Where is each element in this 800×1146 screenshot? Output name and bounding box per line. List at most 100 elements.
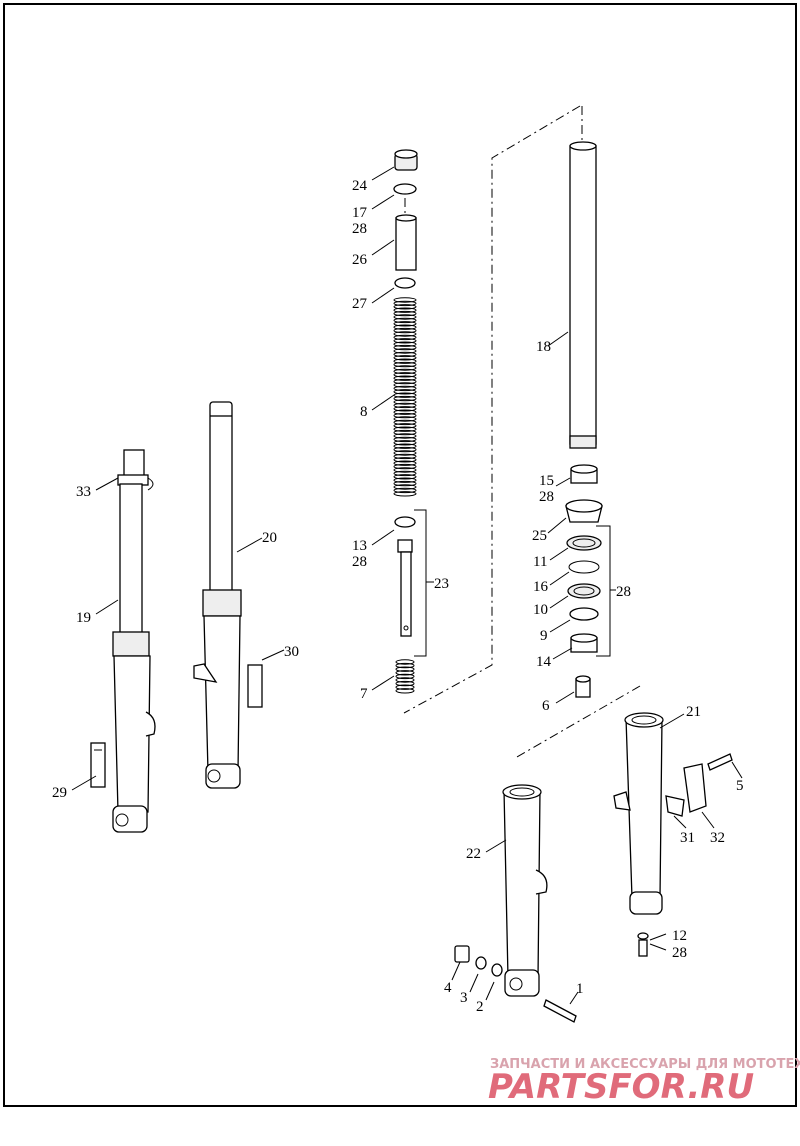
clip-ring-16	[568, 560, 600, 574]
spring-coil	[393, 426, 417, 432]
spring-coil	[393, 389, 417, 395]
slider-21-bore	[631, 715, 657, 725]
callout-labels: 24 17 28 26 27 8 13 28 23 7 18 15 28 25 …	[52, 178, 744, 1015]
spring-coil	[393, 327, 417, 334]
oil-seal-10-inner	[573, 586, 595, 596]
spring-coil	[393, 324, 417, 330]
ring-13	[394, 516, 416, 528]
slider-21-bracket	[613, 791, 631, 811]
fork-tube-18	[569, 145, 597, 445]
retaining-ring-11-inner	[572, 538, 596, 548]
spring-coil	[393, 310, 417, 317]
spring-coil	[393, 474, 417, 480]
callout-28b: 28	[352, 554, 367, 570]
dust-seal-25-top	[565, 499, 603, 513]
callout-13: 13	[352, 538, 367, 554]
spring-coil	[393, 491, 417, 497]
slider-19	[113, 655, 151, 813]
spacer-26	[395, 217, 417, 271]
callout-24: 24	[352, 178, 368, 194]
slider-lower-22	[454, 784, 577, 1023]
fork-leg-right-assembled	[193, 401, 263, 789]
spring-coil	[393, 297, 417, 303]
spring-coil	[393, 307, 417, 313]
retaining-ring-11	[566, 535, 602, 551]
spring-coil	[393, 351, 417, 358]
fork-tube-18-bottom	[569, 435, 597, 449]
spring-coil	[393, 358, 417, 364]
fork-leg-left-assembled	[90, 449, 156, 833]
clip-33	[147, 477, 154, 491]
callout-6: 6	[542, 698, 550, 714]
spring-coil	[393, 453, 417, 460]
guide-line-lower	[516, 685, 641, 758]
spring-coil	[393, 399, 417, 405]
slider-21-top	[624, 712, 664, 728]
group-bracket-23	[414, 509, 427, 657]
callout-16: 16	[533, 579, 549, 595]
spring-coil	[393, 419, 417, 426]
spring-coil	[393, 365, 417, 371]
callout-21: 21	[686, 704, 701, 720]
callout-28e: 28	[672, 945, 687, 961]
slider-22-bracket	[535, 869, 548, 895]
damper-tube-23	[400, 551, 412, 637]
watermark-tagline: ЗАПЧАСТИ И АКСЕССУАРЫ ДЛЯ МОТОТЕХНИКИ	[490, 1057, 800, 1072]
callout-5: 5	[736, 778, 744, 794]
callout-7: 7	[360, 686, 368, 702]
callout-4: 4	[444, 980, 452, 996]
label-29	[90, 742, 106, 788]
spring-coil	[395, 670, 415, 676]
cone-6-top	[575, 675, 591, 683]
screw-12	[638, 939, 648, 957]
rebound-spring-7	[395, 659, 415, 694]
callout-23: 23	[434, 576, 449, 592]
spring-coil	[393, 450, 417, 456]
slider-21-body	[625, 717, 663, 899]
callout-22: 22	[466, 846, 481, 862]
spring-coil	[393, 484, 417, 490]
callout-15: 15	[539, 473, 554, 489]
spring-coil	[393, 467, 417, 473]
fork-tube-stack	[565, 141, 603, 698]
spring-coil	[393, 463, 417, 470]
spring-coil	[393, 406, 417, 412]
callout-29: 29	[52, 785, 67, 801]
plate-32	[683, 763, 707, 813]
washer-9	[569, 607, 599, 621]
spring-coil	[393, 334, 417, 341]
washer-27	[394, 277, 416, 289]
fork-tube-20	[209, 415, 233, 593]
spring-coil	[395, 677, 415, 683]
callout-19: 19	[76, 610, 91, 626]
spring-coil	[393, 344, 417, 351]
seal-area-20	[202, 589, 242, 617]
spring-coil	[393, 368, 417, 375]
washer-12	[637, 932, 649, 940]
group-bracket-28	[596, 525, 611, 657]
slider-20	[203, 615, 241, 773]
axle-bolt-1	[543, 999, 577, 1023]
slider-22-axle-hole	[509, 977, 523, 991]
spring-coil	[393, 355, 417, 361]
spring-coil	[393, 446, 417, 453]
bolt-5	[707, 753, 733, 771]
nut-4	[454, 945, 470, 963]
spring7-body	[396, 662, 414, 692]
spring-coil	[395, 688, 415, 694]
spring-coil	[393, 382, 417, 388]
spring-coil	[393, 433, 417, 439]
spring-coil	[393, 487, 417, 494]
seal-area-19	[112, 631, 150, 657]
spring-coil	[393, 361, 417, 368]
oil-seal-10	[567, 583, 601, 599]
spring-coil	[393, 372, 417, 378]
spring-coil	[395, 659, 415, 665]
o-ring-17	[393, 183, 417, 195]
spring-coil	[393, 300, 417, 307]
spring-coil	[393, 409, 417, 415]
fork-spring-8	[393, 297, 417, 497]
axle-hole-19	[115, 813, 129, 827]
callout-32: 32	[710, 830, 725, 846]
